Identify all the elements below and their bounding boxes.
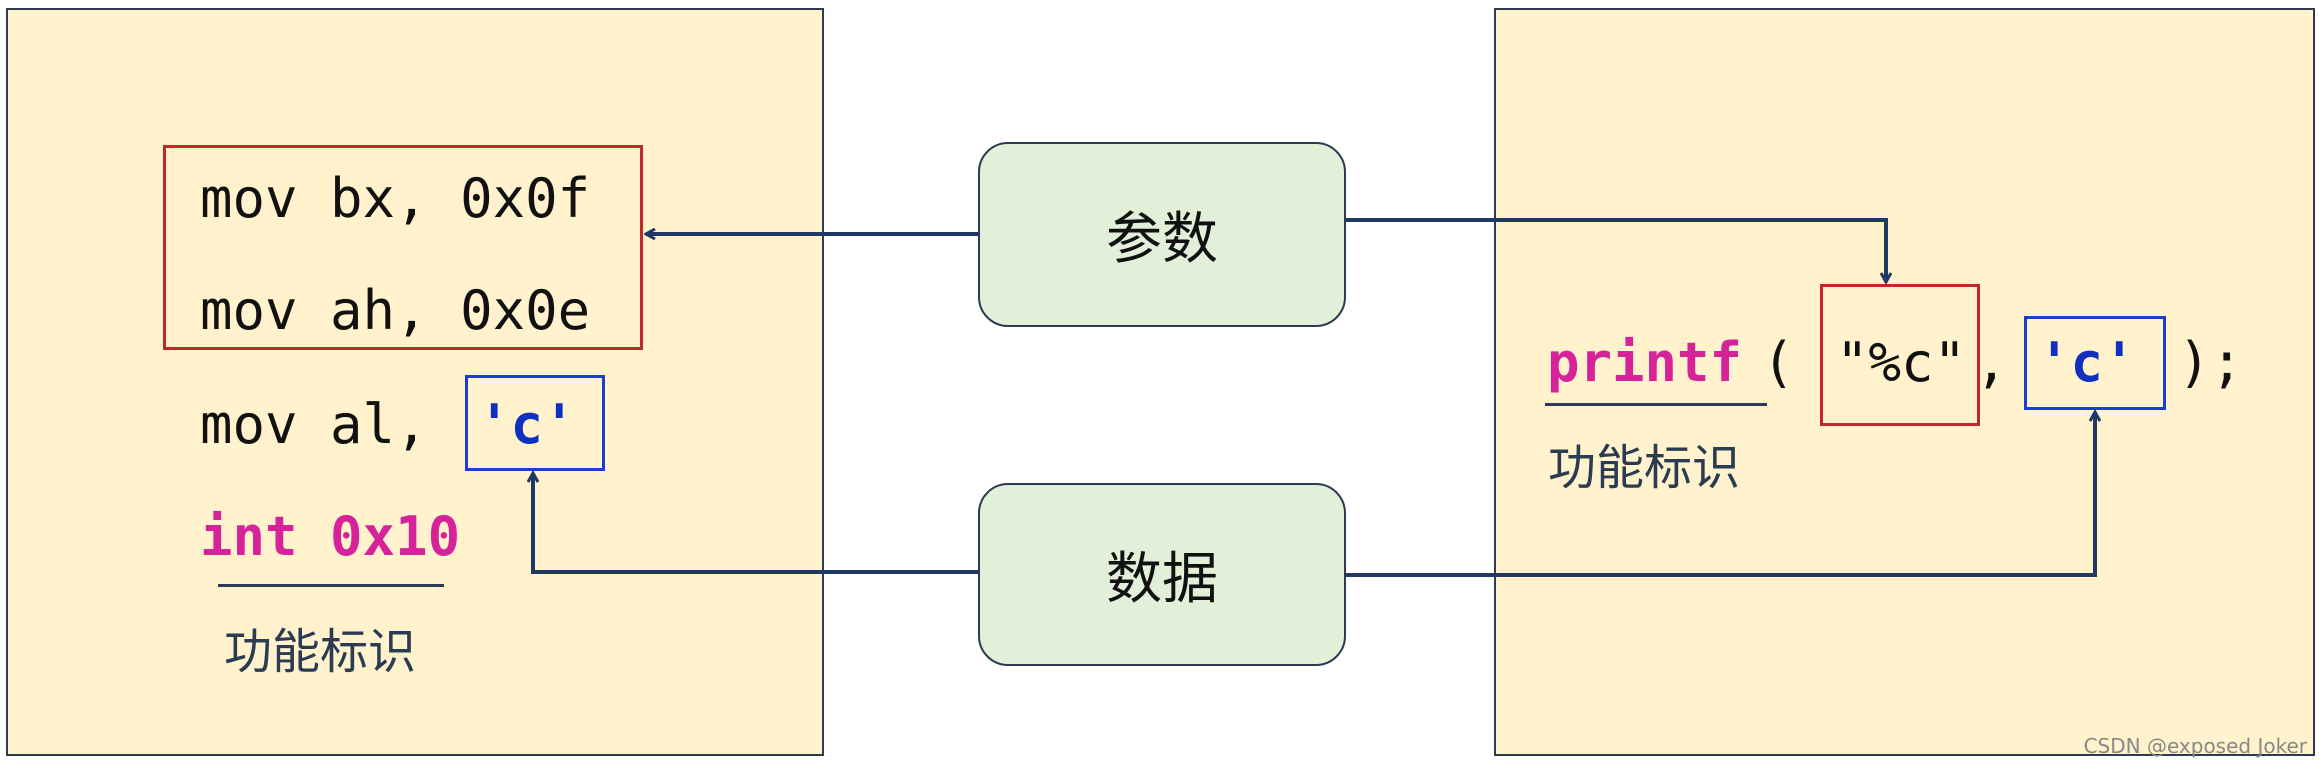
right-panel	[1494, 8, 2315, 756]
format-arg-box	[1820, 284, 1980, 426]
char-literal-right: 'c'	[2038, 331, 2136, 394]
arrow-params-to-format	[1346, 218, 1886, 282]
func-label-left: 功能标识	[224, 624, 417, 680]
params-bubble: 参数	[978, 142, 1346, 327]
params-label: 参数	[1106, 207, 1218, 272]
func-label-right: 功能标识	[1548, 440, 1741, 496]
char-data-box-right	[2024, 316, 2166, 410]
code-line-mov-al: mov al,	[200, 393, 461, 456]
func-underline-right	[1545, 403, 1767, 406]
watermark-credit: CSDN @exposed Joker	[2083, 734, 2307, 758]
printf-keyword: printf	[1547, 331, 1743, 394]
format-string: "%c"	[1836, 331, 1967, 394]
char-data-box-left	[465, 375, 605, 471]
char-literal-left: 'c'	[478, 393, 576, 456]
data-label: 数据	[1106, 547, 1218, 612]
arrow-data-to-char-right	[1346, 412, 2095, 577]
printf-close: );	[2178, 331, 2244, 394]
int-instruction: int 0x10	[200, 505, 461, 568]
data-bubble: 数据	[978, 483, 1346, 666]
params-register-box	[163, 145, 643, 350]
left-panel	[6, 8, 824, 756]
func-underline-left	[218, 584, 444, 587]
arrow-data-to-char-left	[533, 473, 978, 574]
printf-open-paren: (	[1762, 331, 1795, 394]
code-line-mov-bx: mov bx, 0x0f	[200, 167, 591, 230]
code-line-mov-ah: mov ah, 0x0e	[200, 279, 591, 342]
printf-comma: ,	[1975, 331, 2008, 394]
